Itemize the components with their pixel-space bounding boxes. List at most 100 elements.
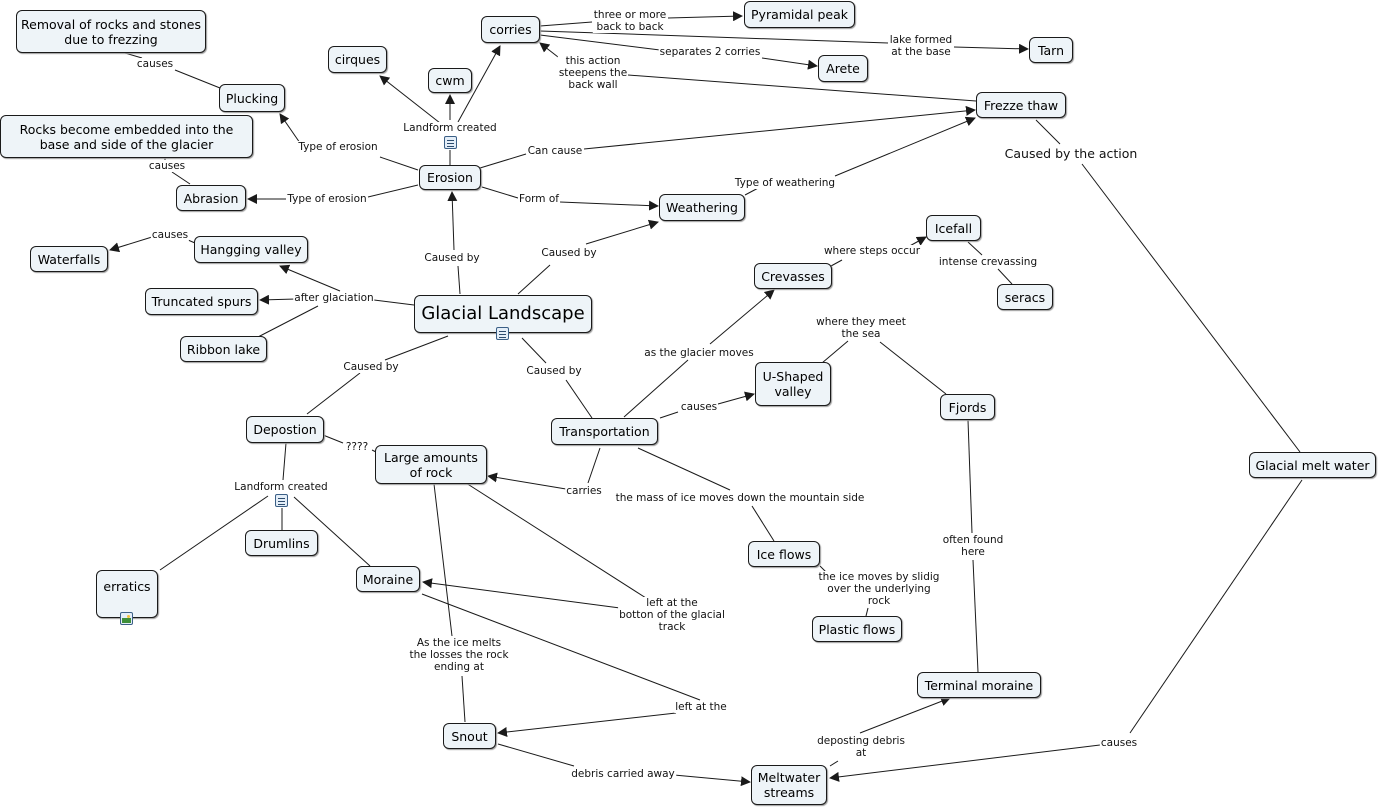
line-three-pyramidal — [667, 11, 743, 22]
node-weathering[interactable]: Weathering — [659, 194, 745, 221]
node-tarn[interactable]: Tarn — [1029, 37, 1073, 63]
line-where-meet-fjords — [879, 341, 947, 395]
line-after-ribbon — [257, 305, 319, 338]
label-landform-created-bottom: Landform created — [233, 481, 329, 493]
line-snout-debris — [497, 743, 575, 767]
line-causes-u — [717, 391, 755, 405]
node-terminal-moraine[interactable]: Terminal moraine — [917, 672, 1041, 698]
node-u-shaped-valley[interactable]: U-Shaped valley — [755, 362, 831, 406]
line-sliding-plastic — [865, 607, 869, 617]
line-landform-corries — [457, 45, 501, 123]
node-cirques[interactable]: cirques — [328, 46, 387, 73]
node-seracs[interactable]: seracs — [997, 284, 1053, 310]
line-caused-action-melt — [1081, 163, 1301, 453]
line-icefall-intense — [967, 241, 983, 256]
node-plucking[interactable]: Plucking — [219, 84, 285, 112]
node-erosion[interactable]: Erosion — [419, 165, 481, 190]
document-icon[interactable] — [496, 327, 509, 340]
line-large-as-ice-melts — [433, 483, 453, 637]
label-intense-crevassing: intense crevassing — [937, 256, 1039, 268]
label-separates: separates 2 corries — [658, 46, 762, 58]
document-icon[interactable] — [444, 136, 457, 149]
node-glacial-melt-water[interactable]: Glacial melt water — [1249, 452, 1376, 478]
node-abrasion[interactable]: Abrasion — [176, 185, 246, 211]
line-can-cause-frezze — [583, 105, 976, 150]
label-question: ???? — [344, 441, 370, 453]
node-fjords[interactable]: Fjords — [940, 394, 995, 420]
line-erosion-type-plucking — [379, 156, 419, 171]
node-hangging-valley[interactable]: Hangging valley — [194, 236, 308, 263]
node-arete[interactable]: Arete — [818, 55, 868, 82]
line-caused-bl-depostion — [306, 372, 361, 415]
node-waterfalls[interactable]: Waterfalls — [30, 246, 108, 272]
line-gl-caused-right — [517, 264, 551, 295]
node-removal-rocks[interactable]: Removal of rocks and stones due to frezz… — [16, 10, 206, 53]
node-frezze-thaw[interactable]: Frezze thaw — [976, 92, 1066, 118]
line-transport-as-glacier — [623, 359, 689, 418]
node-cwm[interactable]: cwm — [428, 68, 472, 93]
label-causes-u: causes — [679, 401, 719, 413]
line-deposting-terminal — [859, 696, 951, 734]
label-three-or-more: three or more back to back — [592, 9, 668, 33]
node-icefall[interactable]: Icefall — [926, 215, 981, 241]
label-caused-by-bottom-right: Caused by — [525, 365, 583, 377]
label-caused-by-bottom-left: Caused by — [342, 361, 400, 373]
line-this-action-corries — [539, 42, 559, 58]
line-type-plucking — [279, 113, 301, 144]
node-corries[interactable]: corries — [481, 16, 540, 43]
label-type-erosion-plucking: Type of erosion — [297, 141, 379, 153]
label-this-action: this action steepens the back wall — [557, 55, 629, 91]
node-ice-flows[interactable]: Ice flows — [748, 541, 820, 567]
line-landform-cirques — [379, 75, 441, 124]
node-erratics[interactable]: erratics — [96, 570, 158, 618]
label-caused-by-left: Caused by — [423, 252, 481, 264]
line-corries-lake — [539, 30, 889, 44]
document-icon[interactable] — [275, 494, 288, 507]
label-as-glacier-moves: as the glacier moves — [643, 347, 755, 359]
node-transportation[interactable]: Transportation — [551, 418, 658, 445]
node-plastic-flows[interactable]: Plastic flows — [812, 616, 902, 642]
node-truncated-spurs[interactable]: Truncated spurs — [145, 288, 258, 315]
label-lake-formed: lake formed at the base — [888, 34, 954, 58]
label-causes-abrasion: causes — [147, 160, 187, 172]
line-lake-tarn — [953, 43, 1029, 54]
label-can-cause: Can cause — [526, 145, 584, 157]
node-meltwater-streams[interactable]: Meltwater streams — [751, 765, 827, 805]
label-after-glaciation: after glaciation — [293, 292, 375, 304]
label-ice-moves-sliding: the ice moves by slidig over the underly… — [817, 571, 941, 607]
label-where-meet-sea: where they meet the sea — [815, 316, 907, 340]
node-snout[interactable]: Snout — [443, 723, 496, 749]
line-caused-right-weathering — [585, 219, 659, 245]
line-frezze-this-action — [627, 74, 977, 102]
node-glacial-landscape[interactable]: Glacial Landscape — [414, 295, 592, 333]
line-transport-causes-u — [659, 411, 679, 419]
label-mass-of-ice: the mass of ice moves down the mountain … — [614, 492, 866, 504]
line-causes-waterfalls — [109, 236, 153, 253]
line-abrasion-causes — [171, 171, 191, 185]
node-drumlins[interactable]: Drumlins — [245, 530, 318, 556]
line-corries-three — [539, 21, 593, 27]
node-large-rock[interactable]: Large amounts of rock — [375, 445, 487, 484]
line-caused-left-erosion — [447, 191, 458, 251]
line-gl-caused-bl — [384, 335, 449, 361]
line-u-where-meet — [821, 340, 849, 364]
node-crevasses[interactable]: Crevasses — [754, 263, 832, 289]
line-type-weathering-frezze — [834, 116, 976, 177]
line-landform-moraine — [293, 496, 371, 567]
node-ribbon-lake[interactable]: Ribbon lake — [180, 336, 267, 362]
line-erosion-type-abrasion — [367, 184, 419, 198]
node-rocks-embedded[interactable]: Rocks become embedded into the base and … — [0, 115, 253, 158]
label-carries: carries — [565, 485, 603, 497]
node-depostion[interactable]: Depostion — [246, 416, 324, 443]
line-as-glacier-crevasses — [709, 289, 775, 345]
node-pyramidal-peak[interactable]: Pyramidal peak — [744, 1, 855, 28]
image-icon[interactable] — [120, 612, 133, 625]
line-meltwater-deposting — [829, 760, 839, 767]
node-erratics-label: erratics — [103, 579, 151, 594]
label-deposting-debris: deposting debris at — [816, 735, 906, 759]
label-where-steps: where steps occur — [822, 245, 922, 257]
label-causes-plucking: causes — [135, 58, 175, 70]
node-moraine[interactable]: Moraine — [356, 566, 420, 592]
label-causes-meltwater: causes — [1099, 737, 1139, 749]
